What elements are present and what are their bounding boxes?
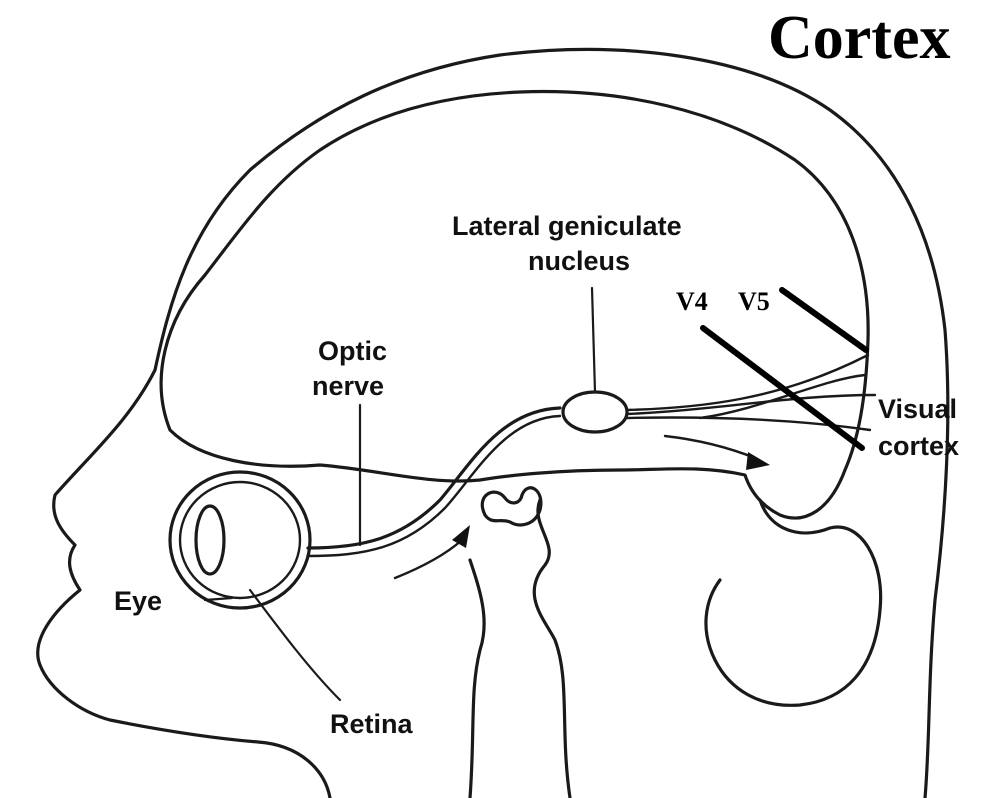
optic-nerve-label-line1: Optic — [318, 336, 387, 366]
visual-cortex-label-line2: cortex — [878, 431, 959, 461]
lgn-label-line1: Lateral geniculate — [452, 211, 682, 241]
optic-nerve-label-line2: nerve — [312, 371, 384, 401]
lower-face-contour — [470, 560, 484, 798]
flow-arrow-upper-head — [746, 452, 770, 470]
flow-arrow-upper — [665, 436, 755, 458]
eye-label: Eye — [114, 586, 162, 616]
pituitary-outline — [482, 488, 541, 525]
lgn-leader — [592, 288, 595, 392]
visual-cortex-label-line1: Visual — [878, 394, 957, 424]
brainstem-outline — [534, 500, 570, 798]
lateral-geniculate-nucleus — [563, 392, 627, 432]
v4-label: V4 — [676, 287, 708, 316]
lens — [196, 506, 224, 574]
diagram-title: Cortex — [768, 4, 950, 72]
eyeball-inner — [180, 482, 300, 598]
eye-leader — [205, 598, 232, 600]
cerebellum-outline — [706, 500, 881, 705]
v5-label: V5 — [738, 287, 770, 316]
v5-pointer — [782, 290, 866, 350]
flow-arrow-lower — [395, 540, 462, 578]
optic-nerve-inner — [308, 416, 560, 556]
lgn-label-line2: nucleus — [528, 246, 630, 276]
v4-pointer — [703, 328, 862, 448]
retina-label: Retina — [330, 709, 414, 739]
optic-nerve — [308, 408, 560, 548]
eyeball — [170, 472, 310, 608]
retina-leader — [250, 590, 340, 700]
